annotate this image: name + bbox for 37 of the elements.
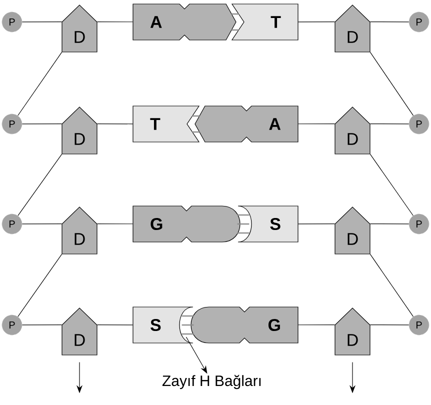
hydrogen-bond <box>182 333 194 335</box>
hydrogen-bond <box>237 223 250 225</box>
hydrogen-bond <box>192 115 200 117</box>
connector-line <box>370 324 410 326</box>
connector-line <box>18 52 62 116</box>
sugar-pentagon: D <box>334 206 370 254</box>
bond-label: Zayıf H Bağları <box>162 374 261 390</box>
sugar-pentagon: D <box>62 308 98 356</box>
hydrogen-bond <box>192 131 200 133</box>
sugar-pentagon: D <box>62 4 98 52</box>
connector-line <box>22 324 62 326</box>
sugar-pentagon: D <box>334 308 370 356</box>
base-block: S <box>132 306 194 344</box>
base-block: T <box>231 4 298 40</box>
connector-line <box>18 254 62 317</box>
base-block: T <box>132 106 200 142</box>
connector-line <box>18 154 62 216</box>
sugar-pentagon: D <box>334 4 370 52</box>
connector-line <box>370 254 414 317</box>
hydrogen-bond <box>237 214 250 216</box>
base-block: A <box>194 106 298 142</box>
connector-line <box>370 52 414 116</box>
hydrogen-bond <box>231 13 239 15</box>
hydrogen-bond <box>182 324 194 326</box>
sugar-pentagon: D <box>334 106 370 154</box>
hydrogen-bond <box>231 29 239 31</box>
base-block: A <box>132 4 236 40</box>
sugar-pentagon: D <box>62 106 98 154</box>
connector-line <box>298 324 336 326</box>
connector-line <box>96 324 134 326</box>
hydrogen-bond <box>182 315 194 317</box>
base-block: S <box>238 206 298 242</box>
connector-line <box>370 154 414 216</box>
base-block: G <box>132 206 240 242</box>
sugar-pentagon: D <box>62 206 98 254</box>
base-block: G <box>190 306 298 344</box>
hydrogen-bond <box>237 232 250 234</box>
